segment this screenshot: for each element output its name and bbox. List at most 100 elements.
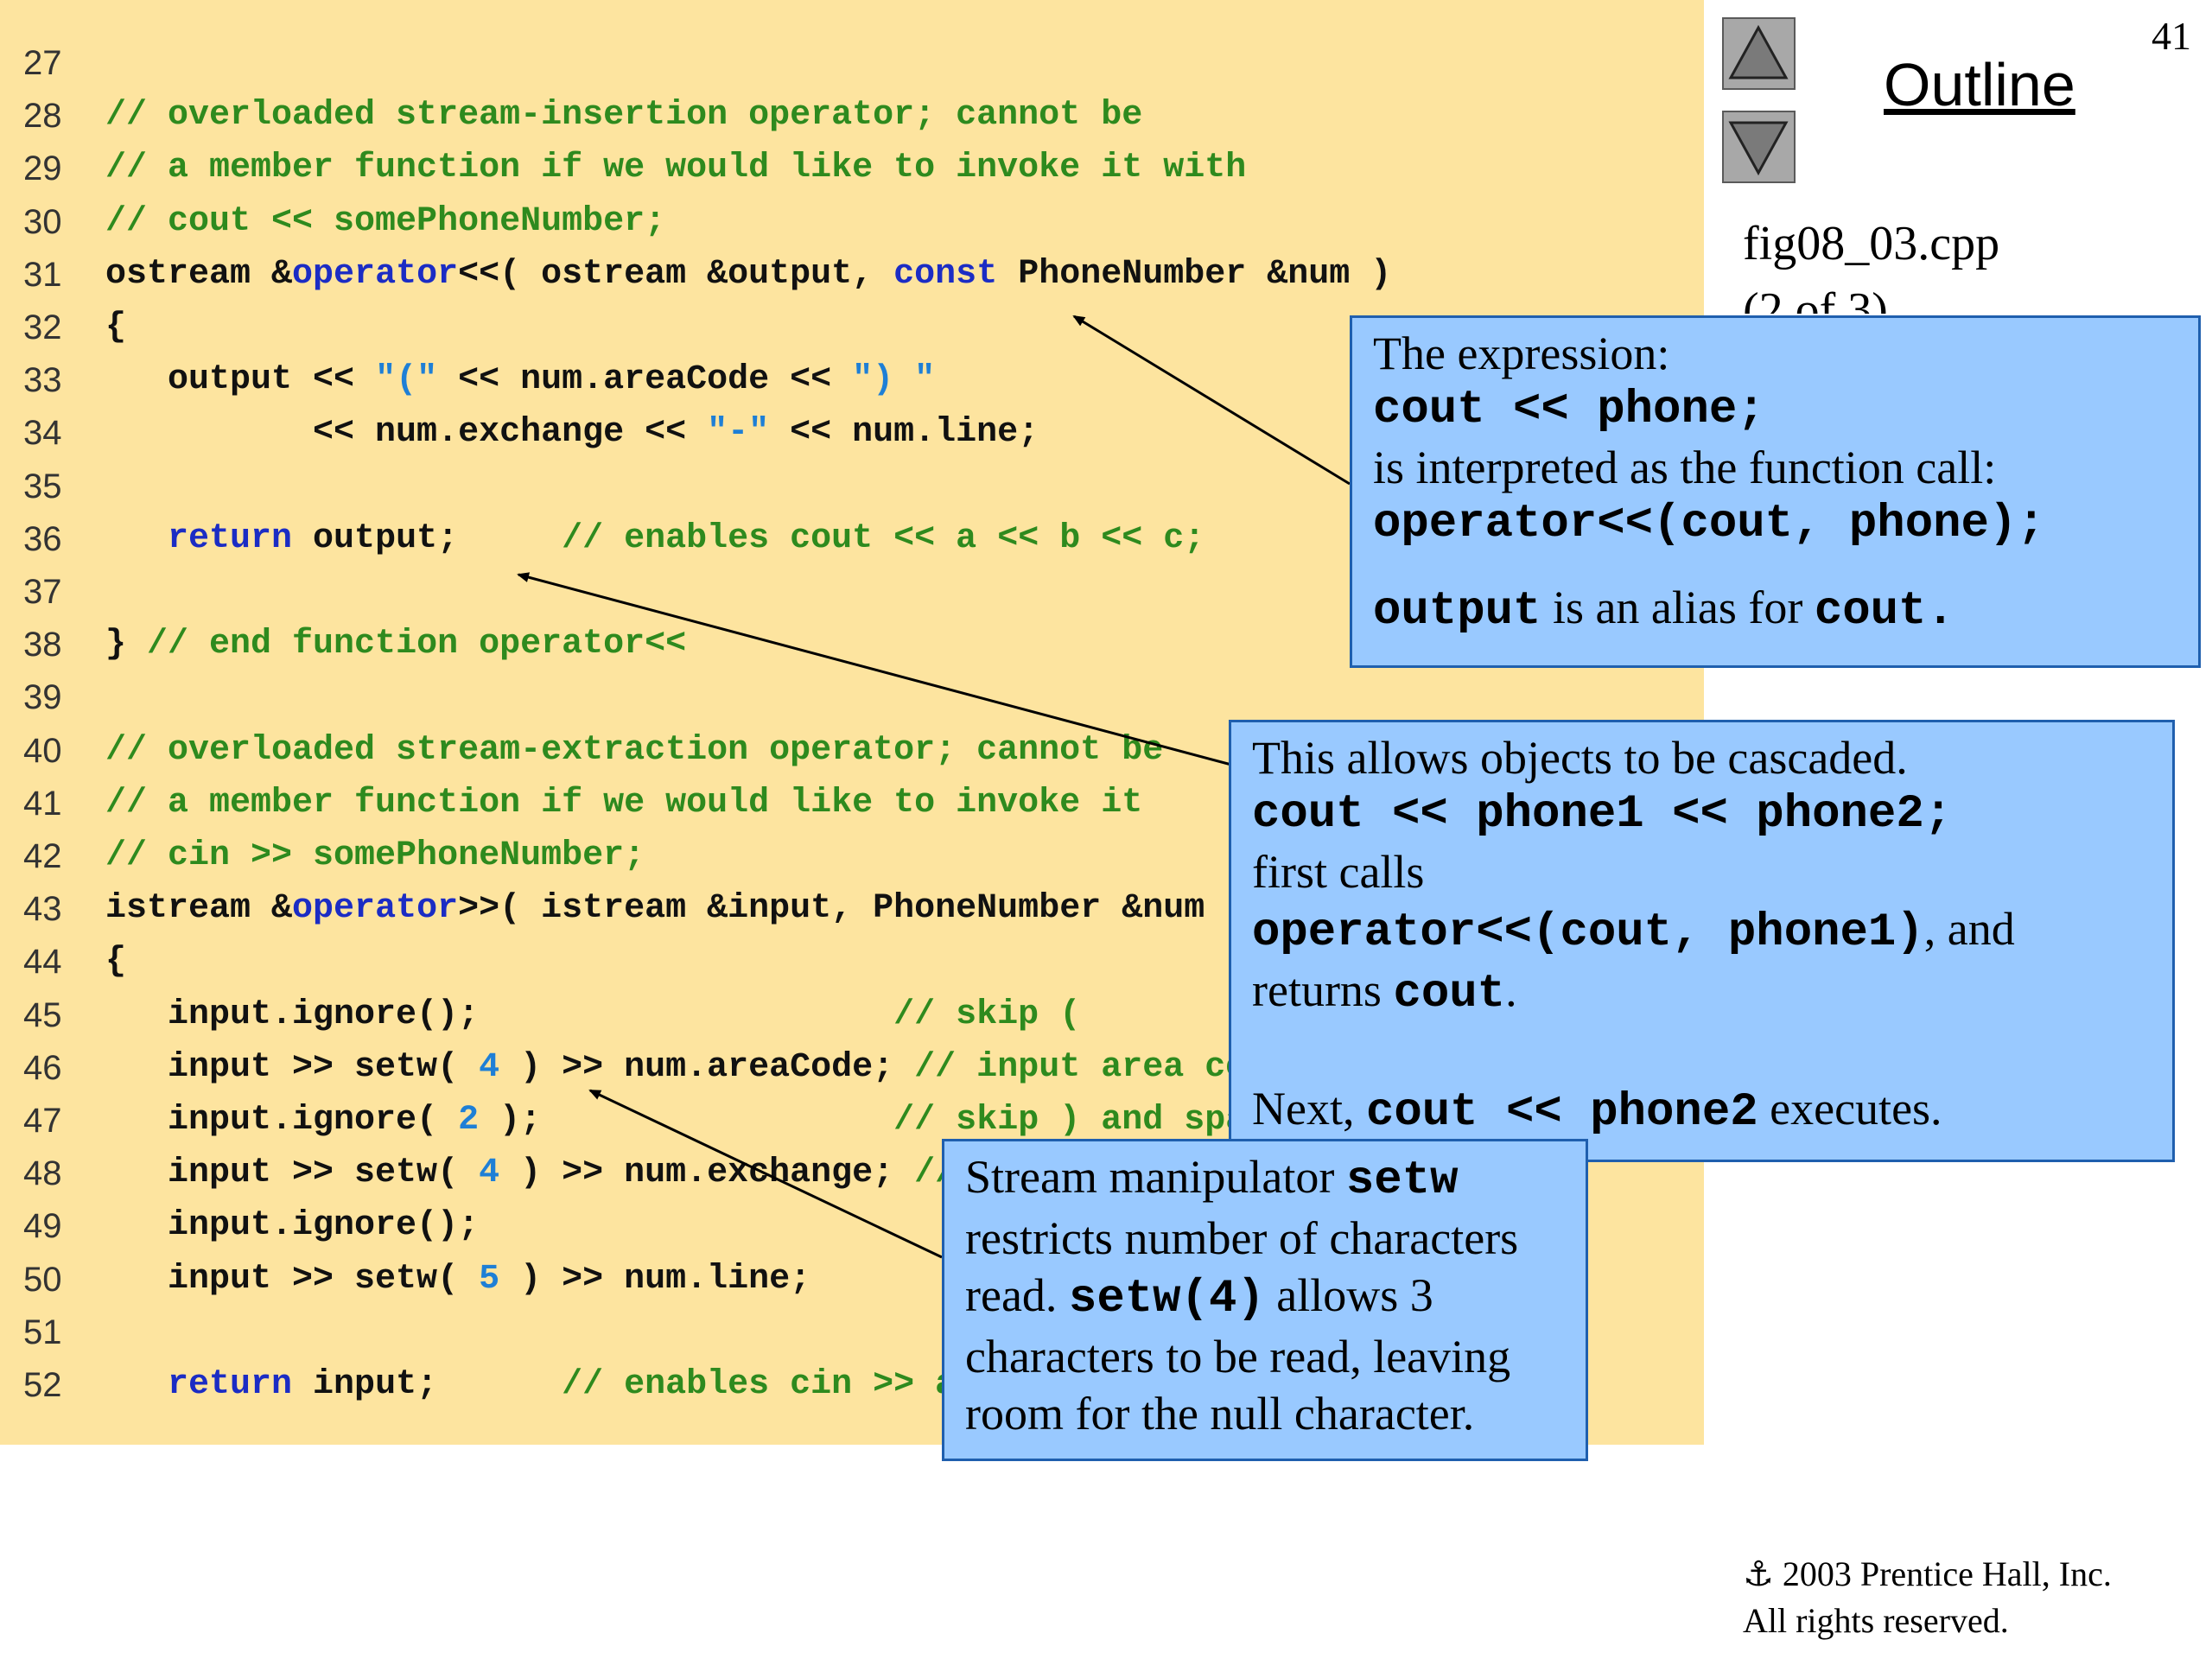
code-text: << num.exchange << "-" << num.line; <box>105 406 1039 460</box>
code-token: input >> setw( <box>105 1047 480 1087</box>
code-line: 36 return output; // enables cout << a <… <box>0 512 1704 566</box>
triangle-down-icon <box>1728 121 1789 176</box>
code-text: { <box>105 301 126 354</box>
outline-title[interactable]: Outline <box>1884 51 2075 118</box>
line-number: 28 <box>23 97 62 136</box>
scroll-up-button[interactable] <box>1722 17 1796 90</box>
code-token: // cout << somePhoneNumber; <box>105 201 666 241</box>
code-token: >>( istream &input, PhoneNumber &num ) <box>458 889 1247 929</box>
code-line: 46 input >> setw( 4 ) >> num.areaCode; /… <box>0 1041 1704 1095</box>
code-line: 27 <box>0 36 1704 90</box>
line-number: 52 <box>23 1366 62 1404</box>
code-token: PhoneNumber &num ) <box>997 254 1392 294</box>
code-token: << num.areaCode << <box>437 360 853 400</box>
code-token: // a member function if we would like to… <box>105 149 1247 188</box>
callout-cascading: This allows objects to be cascaded. cout… <box>1229 720 2175 1162</box>
code-token: input.ignore(); <box>105 995 894 1034</box>
code-line: 45 input.ignore(); // skip ( <box>0 988 1704 1042</box>
copyright-line: All rights reserved. <box>1743 1601 2009 1640</box>
code-text: } // end function operator<< <box>105 618 686 671</box>
callout-text: . <box>1505 964 1517 1016</box>
callout-text: restricts number of characters <box>965 1212 1519 1264</box>
line-number: 39 <box>23 678 62 717</box>
code-token: istream & <box>105 889 293 929</box>
code-token: input.ignore(); <box>105 1206 480 1246</box>
code-token: } <box>105 625 148 664</box>
code-token: 4 <box>479 1154 500 1193</box>
code-text: // overloaded stream-extraction operator… <box>105 724 1163 778</box>
anchor-logo-icon: ⚓ <box>1743 1554 1774 1594</box>
line-number: 36 <box>23 519 62 558</box>
line-number: 32 <box>23 308 62 346</box>
copyright-notice: ⚓ 2003 Prentice Hall, Inc. All rights re… <box>1743 1551 2112 1644</box>
code-text: // a member function if we would like to… <box>105 777 1142 830</box>
callout-code: setw(4) <box>1068 1273 1265 1325</box>
code-token: operator <box>292 889 459 929</box>
line-number: 41 <box>23 784 62 823</box>
code-text: input >> setw( 4 ) >> num.areaCode; // i… <box>105 1041 1287 1095</box>
callout-text: This allows objects to be cascaded. <box>1252 732 1908 784</box>
callout-text: is an alias for <box>1541 582 1815 633</box>
code-token: output; <box>292 518 563 558</box>
callout-text: read. <box>965 1269 1069 1321</box>
code-line: 49 input.ignore(); <box>0 1199 1704 1253</box>
code-token: { <box>105 308 127 346</box>
line-number: 34 <box>23 414 62 453</box>
code-line: 44{ <box>0 935 1704 988</box>
code-token: // cin >> somePhoneNumber; <box>105 836 645 875</box>
code-line: 29 // a member function if we would like … <box>0 142 1704 195</box>
code-text: input >> setw( 5 ) >> num.line; <box>105 1253 810 1306</box>
code-token: // overloaded stream-extraction operator… <box>105 730 1164 770</box>
code-token: input >> setw( <box>105 1259 480 1299</box>
callout-text: room for the null character. <box>965 1388 1475 1440</box>
callout-text: allows 3 <box>1264 1269 1433 1321</box>
code-token: const <box>893 254 998 294</box>
code-text: input.ignore(); <box>105 1199 479 1253</box>
page-number: 41 <box>2152 14 2191 58</box>
code-token <box>105 1365 168 1404</box>
code-line: 32 { <box>0 301 1704 354</box>
code-token: // overloaded stream-insertion operator;… <box>105 96 1143 136</box>
line-number: 29 <box>23 149 62 188</box>
code-text: input.ignore(); // skip ( <box>105 988 1080 1042</box>
code-line: 33 output << "(" << num.areaCode << ") " <box>0 353 1704 407</box>
code-line: 39 <box>0 671 1704 724</box>
callout-setw: Stream manipulator setw restricts number… <box>942 1139 1588 1461</box>
callout-text: executes. <box>1758 1083 1942 1135</box>
line-number: 46 <box>23 1048 62 1087</box>
code-line: 42// cin >> somePhoneNumber; <box>0 830 1704 883</box>
callout-code: cout << phone; <box>1373 384 1765 436</box>
callout-text: first calls <box>1252 846 1425 898</box>
code-text: // a member function if we would like to… <box>105 142 1246 195</box>
line-number: 40 <box>23 731 62 770</box>
callout-row: Stream manipulator setw <box>965 1148 1565 1210</box>
callout-code: cout << phone2 <box>1365 1086 1758 1139</box>
triangle-up-icon <box>1728 24 1789 79</box>
scroll-down-button[interactable] <box>1722 111 1796 183</box>
code-token: 5 <box>479 1259 500 1299</box>
callout-code: operator<<(cout, phone1) <box>1252 906 1924 959</box>
copyright-line: ⚓ 2003 Prentice Hall, Inc. <box>1743 1551 2112 1598</box>
line-number: 49 <box>23 1207 62 1246</box>
callout-text: characters to be read, leaving <box>965 1331 1511 1382</box>
code-token: << num.exchange << <box>105 413 708 453</box>
code-text: // overloaded stream-insertion operator;… <box>105 89 1142 143</box>
code-line: 50 input >> setw( 5 ) >> num.line; <box>0 1253 1704 1306</box>
line-number: 44 <box>23 943 62 982</box>
callout-row: Next, cout << phone2 executes. <box>1252 1080 2152 1141</box>
code-token: operator <box>292 254 459 294</box>
callout-text: is interpreted as the function call: <box>1373 442 1997 493</box>
code-text: // cout << somePhoneNumber; <box>105 195 665 249</box>
line-number: 30 <box>23 202 62 241</box>
code-token: input; <box>292 1365 563 1404</box>
callout-row: read. setw(4) allows 3 <box>965 1267 1565 1328</box>
code-line: 35 <box>0 460 1704 513</box>
code-line: 28 // overloaded stream-insertion operato… <box>0 89 1704 143</box>
line-number: 47 <box>23 1102 62 1140</box>
code-token: ) >> num.exchange; <box>499 1154 915 1193</box>
callout-code: operator<<(cout, phone); <box>1373 498 2045 550</box>
callout-expression-interpretation: The expression: cout << phone; is interp… <box>1350 315 2201 668</box>
code-token: output << <box>105 360 376 400</box>
code-token: <<( ostream &output, <box>458 254 894 294</box>
